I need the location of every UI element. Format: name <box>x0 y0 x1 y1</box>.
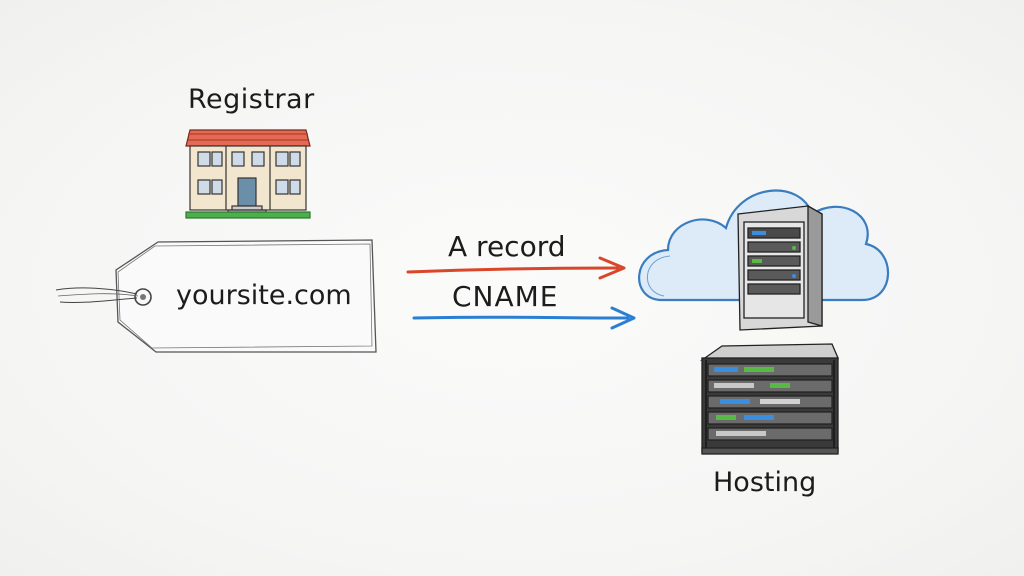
registrar-building-icon <box>185 129 311 219</box>
hosting-label: Hosting <box>713 467 817 498</box>
red-arrow-icon <box>406 256 626 280</box>
blue-arrow-icon <box>412 306 636 330</box>
domain-tag-icon <box>55 239 377 353</box>
server-rack-icon <box>699 343 839 455</box>
cname-label: CNAME <box>452 280 559 313</box>
domain-label: yoursite.com <box>176 280 352 311</box>
server-tower-icon <box>737 204 823 331</box>
a-record-label: A record <box>448 230 566 263</box>
registrar-label: Registrar <box>188 84 315 115</box>
